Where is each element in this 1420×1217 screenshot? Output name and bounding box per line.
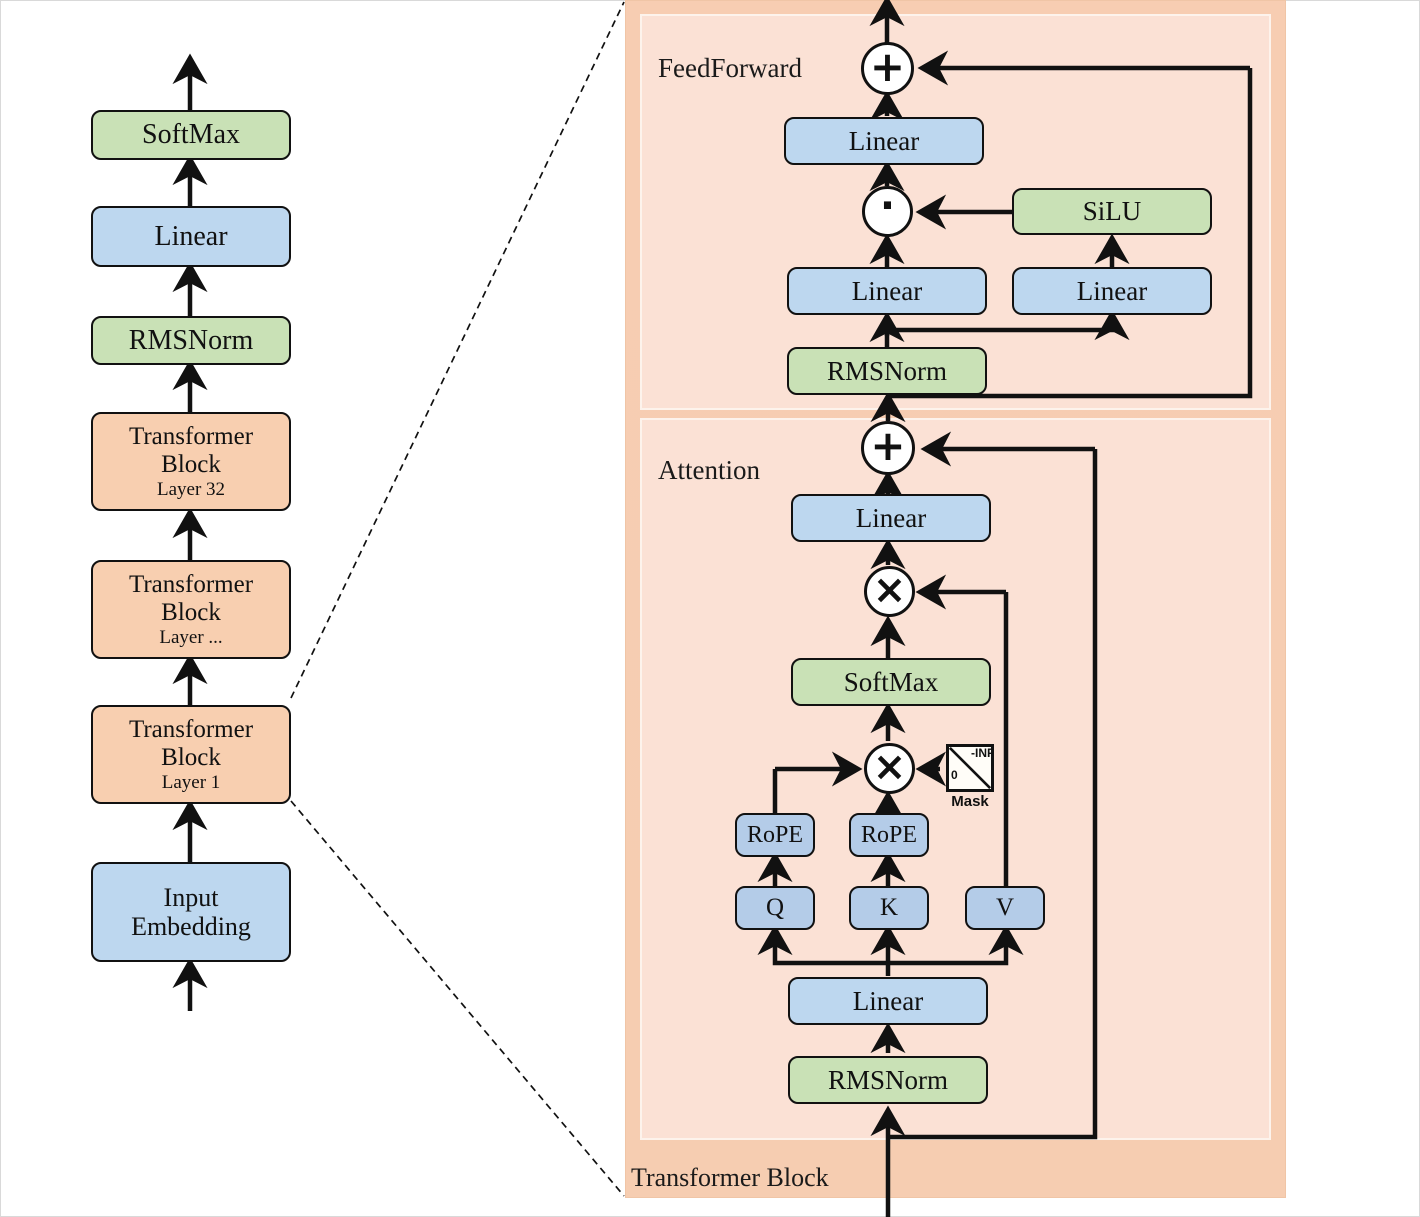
mask-icon[interactable]: [946, 744, 994, 792]
node-label: SiLU: [1082, 196, 1142, 227]
node-label: Q: [765, 894, 785, 921]
node-label: RMSNorm: [827, 1064, 949, 1095]
node-ff-silu[interactable]: SiLU: [1012, 188, 1212, 235]
feedforward-add-op[interactable]: +: [861, 42, 914, 95]
node-label: Linear: [852, 985, 924, 1016]
node-transformer-block-dots[interactable]: Transformer Block Layer ...: [91, 560, 291, 659]
node-rmsnorm-final[interactable]: RMSNorm: [91, 316, 291, 365]
node-label: Linear: [855, 502, 927, 533]
node-label: Linear: [154, 220, 228, 252]
node-ff-linear-out[interactable]: Linear: [784, 117, 984, 165]
plus-icon: +: [869, 41, 906, 91]
node-label: SoftMax: [142, 119, 240, 151]
node-sublabel: Layer 32: [156, 478, 226, 500]
node-title-line1: Transformer: [128, 422, 254, 450]
feedforward-multiply-op[interactable]: ·: [862, 186, 913, 237]
node-sublabel: Layer 1: [161, 771, 221, 793]
multiply-icon: ×: [872, 567, 907, 613]
mask-diagonal-icon: [949, 747, 991, 789]
node-title-line2: Block: [161, 450, 221, 478]
multiply-icon: ×: [872, 744, 907, 790]
mask-upper-value: -INF: [971, 746, 995, 760]
node-label: SoftMax: [843, 666, 939, 697]
node-ff-linear-up[interactable]: Linear: [1012, 267, 1212, 315]
node-label: K: [879, 894, 899, 921]
node-linear-head[interactable]: Linear: [91, 206, 291, 267]
node-title-line2: Block: [161, 743, 221, 771]
feedforward-section-label: FeedForward: [658, 53, 802, 83]
node-sublabel: Layer ...: [159, 626, 223, 648]
plus-icon: +: [870, 421, 906, 470]
node-label: Linear: [848, 125, 920, 156]
node-transformer-block-1[interactable]: Transformer Block Layer 1: [91, 705, 291, 804]
node-v[interactable]: V: [965, 886, 1045, 930]
node-title-line1: Transformer: [128, 570, 254, 598]
node-ff-linear-gate[interactable]: Linear: [787, 267, 987, 315]
node-label: Linear: [1076, 275, 1148, 306]
node-label: RMSNorm: [128, 324, 254, 356]
node-rope-k[interactable]: RoPE: [849, 813, 929, 857]
node-label: RoPE: [860, 821, 917, 848]
attention-matmul-op-qk[interactable]: ×: [864, 743, 915, 794]
attention-section-label: Attention: [658, 455, 760, 485]
node-attn-softmax[interactable]: SoftMax: [791, 658, 991, 706]
node-label: Linear: [851, 275, 923, 306]
mask-lower-value: 0: [951, 768, 958, 782]
node-attn-linear-qkv[interactable]: Linear: [788, 977, 988, 1025]
dot-product-icon: ·: [879, 182, 896, 229]
node-softmax[interactable]: SoftMax: [91, 110, 291, 160]
node-title-line2: Embedding: [131, 912, 251, 941]
attention-matmul-op-av[interactable]: ×: [864, 566, 915, 617]
node-title-line1: Input: [163, 882, 219, 912]
node-rope-q[interactable]: RoPE: [735, 813, 815, 857]
node-attn-linear-out[interactable]: Linear: [791, 494, 991, 542]
node-label: RMSNorm: [826, 355, 948, 386]
node-title-line2: Block: [161, 598, 221, 626]
mask-label: Mask: [951, 793, 989, 810]
node-q[interactable]: Q: [735, 886, 815, 930]
node-attn-rmsnorm[interactable]: RMSNorm: [788, 1056, 988, 1104]
node-input-embedding[interactable]: Input Embedding: [91, 862, 291, 962]
transformer-block-outer-label: Transformer Block: [631, 1163, 829, 1192]
node-label: RoPE: [746, 821, 803, 848]
node-ff-rmsnorm[interactable]: RMSNorm: [787, 347, 987, 395]
node-transformer-block-32[interactable]: Transformer Block Layer 32: [91, 412, 291, 511]
node-label: V: [995, 894, 1015, 921]
attention-add-op[interactable]: +: [861, 421, 915, 475]
node-k[interactable]: K: [849, 886, 929, 930]
node-title-line1: Transformer: [128, 715, 254, 743]
